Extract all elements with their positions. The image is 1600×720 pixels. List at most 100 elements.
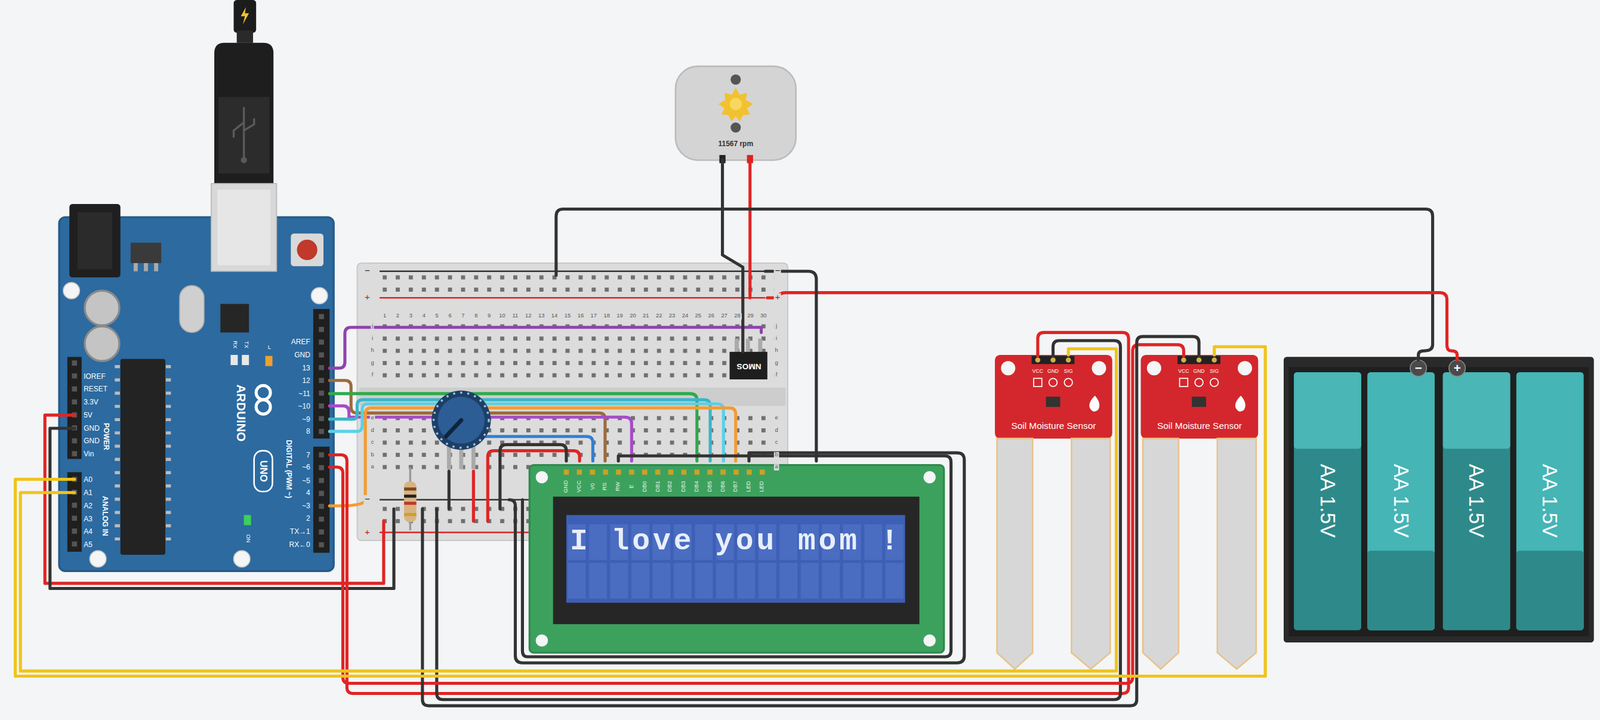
arduino-board xyxy=(84,290,120,326)
column-number: 5 xyxy=(434,313,440,319)
arduino-board xyxy=(67,356,82,459)
row-letter: c xyxy=(370,439,375,446)
header-label: POWER xyxy=(102,423,110,450)
soil-moisture-sensor: Soil Moisture Sensor xyxy=(1141,355,1259,439)
row-letter: j xyxy=(370,323,375,329)
soil-sensor xyxy=(1210,378,1219,387)
pin-label: 8 xyxy=(306,427,311,436)
column-number: 9 xyxy=(486,313,492,319)
wires xyxy=(59,478,75,482)
signal-wire xyxy=(15,346,1266,677)
signal-wire xyxy=(20,349,1117,672)
pin-label: ~5 xyxy=(301,476,311,484)
soil-sensor xyxy=(1046,396,1061,408)
pin-label: DB1 xyxy=(654,481,661,492)
usb-cable xyxy=(233,0,257,33)
arduino-board xyxy=(254,451,273,492)
pin-label: 3.3V xyxy=(83,398,99,406)
pin-label: 7 xyxy=(306,451,311,459)
battery-pack xyxy=(1293,372,1362,449)
pin-label: DB5 xyxy=(707,481,713,492)
wires xyxy=(556,208,1433,360)
potentiometer xyxy=(433,392,489,448)
pin-label: A0 xyxy=(83,476,93,484)
battery-cell: AA 1.5V xyxy=(1367,372,1435,631)
usb-cable xyxy=(211,183,277,272)
lcd-module xyxy=(566,524,906,600)
node-text: NMOS xyxy=(736,361,761,371)
column-number: 16 xyxy=(576,313,585,319)
soil-sensor xyxy=(994,355,1113,670)
column-number: 18 xyxy=(602,313,612,319)
terminal-sign: − xyxy=(1414,362,1423,375)
node-text: AA 1.5V xyxy=(1390,464,1411,539)
pin-label: DB0 xyxy=(642,481,648,492)
pin-label: RESET xyxy=(83,384,108,393)
pin-label: GND xyxy=(294,351,311,359)
soil-moisture-sensor: Soil Moisture Sensor xyxy=(994,355,1113,439)
wires xyxy=(59,491,75,495)
soil-sensor xyxy=(1089,395,1100,412)
pin-label: GND xyxy=(83,437,100,445)
lcd-module xyxy=(535,471,549,484)
pin-label: A1 xyxy=(83,489,93,497)
column-number: 27 xyxy=(720,313,729,319)
arduino-board xyxy=(290,233,324,267)
rail-sign: − xyxy=(363,495,371,505)
pin-label: 5V xyxy=(83,411,93,419)
soil-sensor xyxy=(994,355,1113,439)
node-text: AA 1.5V xyxy=(1539,464,1561,539)
column-number: 14 xyxy=(550,313,559,319)
lcd-module xyxy=(566,515,906,603)
led-label: ON xyxy=(245,534,251,544)
battery-pack xyxy=(1449,359,1466,376)
dc-motor: 11567 rpm xyxy=(675,66,797,160)
node-text: Soil Moisture Sensor xyxy=(1010,421,1096,431)
usb-cable xyxy=(217,189,271,266)
arduino-board xyxy=(313,446,330,554)
dc-motor xyxy=(675,66,797,160)
arduino-board xyxy=(153,263,159,272)
led-label: TX xyxy=(242,341,249,349)
potentiometer xyxy=(445,420,462,437)
resistor xyxy=(404,501,417,505)
potentiometer xyxy=(431,390,491,470)
pin-label: TX→1 xyxy=(290,528,311,536)
breadboard xyxy=(379,270,766,273)
header-label: ANALOG IN xyxy=(101,495,109,536)
pin-label: GND xyxy=(1193,368,1205,375)
terminal-sign: + xyxy=(1453,362,1461,375)
soil-sensor xyxy=(1211,357,1217,363)
pin-label: RW xyxy=(615,482,622,492)
resistor xyxy=(404,467,417,531)
pin-label: LED xyxy=(759,481,766,492)
soil-sensor xyxy=(1141,355,1259,439)
pin-label: A4 xyxy=(83,528,93,536)
rail-sign: + xyxy=(363,293,371,303)
arduino-board xyxy=(265,356,273,367)
battery-cell: AA 1.5V xyxy=(1293,372,1362,631)
arduino-board xyxy=(165,365,172,551)
pin-label: RS xyxy=(602,482,609,491)
lcd-module xyxy=(529,465,944,654)
arduino-board xyxy=(318,314,325,437)
pin-label: 13 xyxy=(301,364,310,372)
battery-pack xyxy=(1443,372,1511,449)
soil-sensor xyxy=(1147,361,1162,376)
potentiometer xyxy=(446,444,452,470)
lcd-module xyxy=(923,471,936,484)
battery-pack xyxy=(1516,372,1584,631)
node-text: ARDUINO xyxy=(234,384,248,443)
battery-pack xyxy=(1289,367,1590,637)
breadboard xyxy=(379,297,766,299)
pin-label: ~6 xyxy=(301,463,311,471)
pin-label: ~11 xyxy=(298,390,310,398)
pin-label: ~3 xyxy=(301,502,311,510)
pin-label: SIG xyxy=(1209,368,1219,375)
usb-cable xyxy=(241,156,248,163)
pin-label: DB3 xyxy=(680,481,687,492)
rail-sign: + xyxy=(363,528,371,538)
